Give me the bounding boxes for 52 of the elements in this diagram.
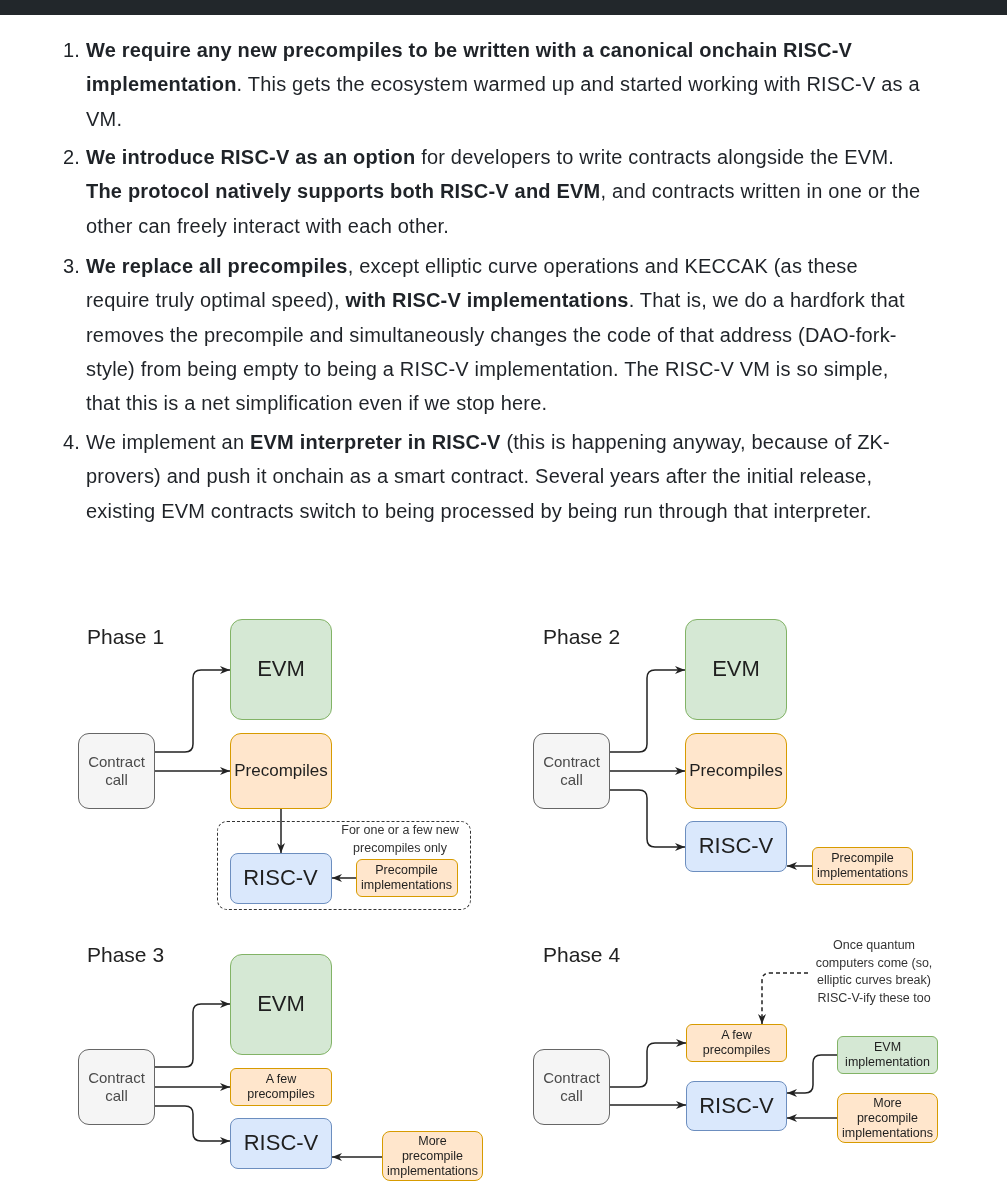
process-box: Contract call [533,1049,610,1125]
dashed-arrow [758,972,809,1025]
group-heading: For one or a few new precompiles only [340,822,460,857]
arrow [786,1054,838,1097]
arrow [609,1039,687,1088]
arrow [331,874,357,882]
arrow [154,666,231,753]
paragraph: We implement an EVM interpreter in RISC-V (this is happening anyway, because of ZK-provers) and push it onchain as a smart contract. Several years after the initial release, existing EVM contracts switch to being processed by being run through that interpreter. [86,430,891,524]
list-number: 4. [61,430,80,455]
process-box: EVM implementation [837,1036,938,1074]
process-box: Precompile implementations [355,858,458,897]
process-box: A few precompiles [230,1068,332,1106]
arrow [609,767,686,775]
arrow [154,767,231,775]
list-number: 1. [61,38,80,63]
paragraph: We introduce RISC-V as an option for developers to write contracts alongside the EVM. The protocol natively supports both RISC-V and EVM, and contracts written in one or the other can freely interact with each other. [86,145,922,239]
process-box: RISC-V [685,821,787,872]
arrow [786,1114,838,1122]
phase-heading: Phase 1 [87,624,165,650]
arrow [609,789,686,851]
arrow [331,1153,383,1161]
arrow [154,1083,231,1091]
arrow [154,1105,231,1145]
process-box: More precompile implementations [837,1093,938,1143]
paragraph: We replace all precompiles, except elliptic curve operations and KECCAK (as these require truly optimal speed), with RISC-V implementations. That is, we do a hardfork that removes the precompile and simultaneously changes the code of that address (DAO-fork-style) from being empty to being a RISC-V implementation. The RISC-V VM is so simple, that this is a net simplification even if we stop here. [86,254,906,417]
process-box: EVM [230,619,332,720]
list-number: 2. [61,145,80,170]
process-box: A few precompiles [686,1024,787,1062]
process-box: Precompile implementations [812,847,913,885]
process-box: RISC-V [686,1081,787,1131]
note-text: Once quantum computers come (so, elliptic curves break) RISC-V-ify these too [808,936,940,1008]
process-box: RISC-V [229,852,332,904]
process-box: Contract call [78,733,155,809]
arrow [786,862,813,870]
process-box: Contract call [78,1049,155,1125]
paragraph: We require any new precompiles to be written with a canonical onchain RISC-V implementation. This gets the ecosystem warmed up and started working with RISC-V as a VM. [86,38,921,132]
process-box: Precompiles [230,733,332,809]
arrow [154,1000,231,1068]
dashed-group-box [217,821,471,910]
process-box: RISC-V [230,1118,332,1169]
phase-heading: Phase 2 [543,624,621,650]
arrow [609,1101,687,1109]
arrow [277,808,285,854]
phase-heading: Phase 3 [87,942,165,968]
process-box: Precompiles [685,733,787,809]
process-box: More precompile implementations [382,1131,483,1181]
process-box: EVM [685,619,787,720]
list-number: 3. [61,254,80,279]
process-box: EVM [230,954,332,1055]
phase-heading: Phase 4 [543,942,621,968]
arrow [609,666,686,753]
process-box: Contract call [533,733,610,809]
